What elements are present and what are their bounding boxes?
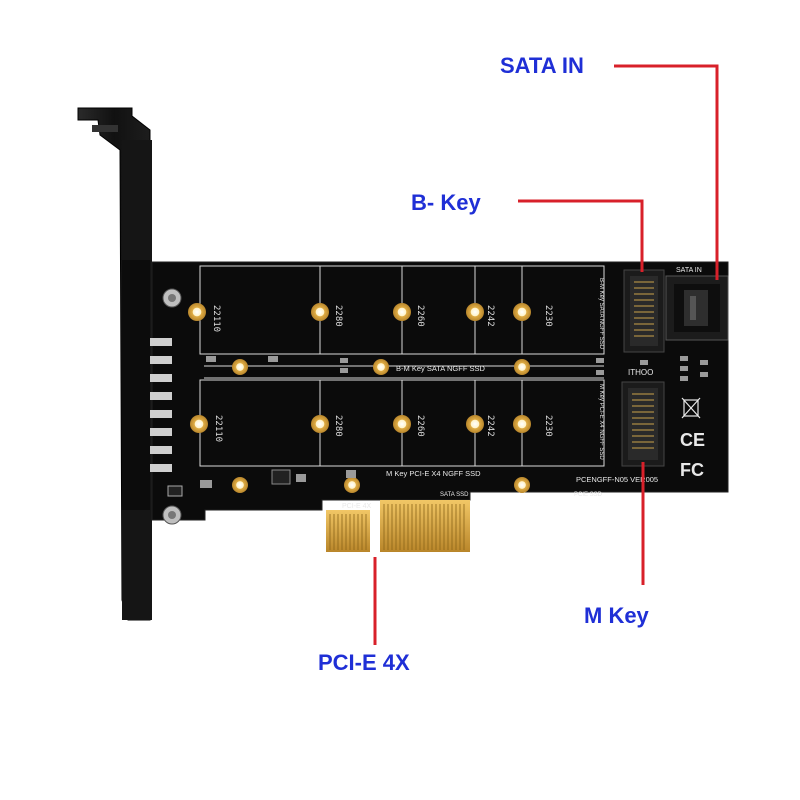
led-header-pins [150,338,172,472]
leader-lines [373,64,719,645]
ce-mark: CE [680,430,705,450]
pcie-edge-connector [326,500,470,552]
connector-bottom-label: M Key PCI-E X4 NGFF SSD [598,384,604,460]
model-label: PCENGFF-N05 VER005 [576,475,658,484]
standoff-holes-top [188,303,531,375]
slot-size-top-5: 2230 [543,305,553,327]
slot-size-top-2: 2280 [333,305,343,327]
sata-ssd-label: SATA SSD [440,492,469,498]
pcie-4x-callout: PCI-E 4X [318,650,410,675]
sata-port [665,275,729,341]
standoff-holes-bottom [190,415,531,493]
slot-size-bottom-4: 2242 [485,415,495,437]
m-key-callout: M Key [584,603,649,628]
slot-size-bottom-3: 2260 [415,415,425,437]
slot-size-top-1: 22110 [211,305,221,332]
mounting-bracket [77,107,152,621]
top-bus-label: B-M Key SATA NGFF SSD [396,364,485,373]
connector-top-label: B-M Key SATA NGFF SSD [598,278,604,350]
b-key-leader [518,199,644,272]
recycle-bin-mark [681,397,701,419]
pcb-board: 22110 2280 2260 2242 2230 22110 2280 226… [150,261,729,525]
sata-header-label: SATA IN [676,267,702,274]
m-key-connector [621,381,665,467]
bottom-bus-label: M Key PCI-E X4 NGFF SSD [386,469,481,478]
slot-size-bottom-1: 22110 [213,415,223,442]
slot-size-bottom-2: 2280 [333,415,343,437]
brand-label: ITHOO [628,368,653,377]
sata-in-leader [614,64,719,280]
pcie-board-label: PCI-E 4X [342,503,372,510]
b-key-callout: B- Key [411,190,481,215]
fc-mark: FC [680,460,704,480]
slot-size-top-3: 2260 [415,305,425,327]
slot-size-bottom-5: 2230 [543,415,553,437]
pcie-ssd-label: PCIE SSD [574,492,603,498]
smd-components [167,356,708,497]
sata-in-callout: SATA IN [500,53,584,78]
ssd-slot-outlines [199,265,605,467]
slot-size-top-4: 2242 [485,305,495,327]
b-key-connector [623,269,665,353]
